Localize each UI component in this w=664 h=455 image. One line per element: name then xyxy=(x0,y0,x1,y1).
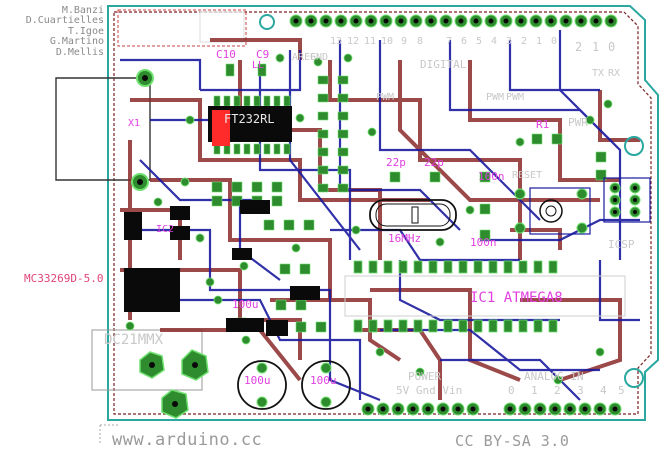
highlight-pad xyxy=(212,110,230,146)
analog-pin-number: 3 xyxy=(577,384,584,397)
pin-number: 1 xyxy=(592,40,600,54)
credits-list: M.Banzi D.Cuartielles T.Igoe G.Martino D… xyxy=(0,5,104,58)
analog-pin-number: 5 xyxy=(618,384,625,397)
digital-pin-number: 0 xyxy=(551,36,558,47)
board-outline-inner xyxy=(113,11,652,415)
tx-label: TX xyxy=(592,68,605,79)
credit-name: T.Igoe xyxy=(67,25,104,37)
reset-button xyxy=(514,187,591,235)
cap-100n-label: 100n xyxy=(478,170,505,183)
cap-22p-label: 22p xyxy=(386,156,406,169)
website-label: www.arduino.cc xyxy=(112,430,263,450)
c10-label: C10 xyxy=(216,48,236,61)
r1-label: R1 xyxy=(536,118,550,131)
cap-22p-label: 22p xyxy=(424,156,444,169)
digital-header xyxy=(289,14,618,28)
digital-pin-number: 2 xyxy=(521,36,528,47)
crystal xyxy=(369,199,457,231)
digital-pin-number: 1 xyxy=(536,36,543,47)
vias xyxy=(125,53,613,385)
analog-pin-number: 1 xyxy=(531,384,538,397)
icsp-label: ICSP xyxy=(608,238,635,251)
analog-pin-number: 2 xyxy=(554,384,561,397)
electrolytic-caps xyxy=(237,360,351,410)
c9-label: C9 xyxy=(256,48,270,61)
rx-label: RX xyxy=(608,68,621,79)
ic2-label: IC2 xyxy=(156,224,175,235)
credit-name: G.Martino xyxy=(49,36,104,48)
analog-pin-number: 4 xyxy=(600,384,607,397)
power-pins-label: 5V Gnd Vin xyxy=(396,384,463,397)
gnd-label: GND xyxy=(310,52,329,63)
digital-pin-number: 10 xyxy=(381,36,394,47)
power-label: POWER xyxy=(408,370,442,383)
dc-jack-pads xyxy=(139,349,209,419)
regulator-label: MC33269D-5.0 xyxy=(24,272,104,285)
pin-number: 2 xyxy=(575,40,583,54)
digital-label: DIGITAL xyxy=(420,58,467,71)
cap-left-label: 100u xyxy=(244,374,271,387)
digital-pin-number: 6 xyxy=(461,36,468,47)
cap-100u-label: 100u xyxy=(232,298,259,311)
license-label: CC BY-SA 3.0 xyxy=(455,432,570,450)
digital-pin-number: 7 xyxy=(446,36,453,47)
digital-pin-number: 13 xyxy=(330,36,343,47)
digital-pin-number: 5 xyxy=(476,36,483,47)
analog-pin-number: 0 xyxy=(508,384,515,397)
credit-name: D.Cuartielles xyxy=(25,15,104,27)
digital-pin-number: 8 xyxy=(417,36,424,47)
crystal-label: 16MHz xyxy=(388,232,422,245)
cap-right-label: 100u xyxy=(310,374,337,387)
pwm-label: PWM xyxy=(506,92,525,103)
dc-jack-label: DC21MMX xyxy=(104,332,164,348)
pwm-label: PWM xyxy=(376,92,395,103)
digital-pin-number: 11 xyxy=(364,36,377,47)
digital-pin-number: 4 xyxy=(491,36,498,47)
mcu-pins xyxy=(344,260,626,333)
board-outline xyxy=(107,5,659,421)
cap-100n-label: 100n xyxy=(470,236,497,249)
mounting-holes xyxy=(131,14,644,388)
mcu-label: IC1 ATMEGA8 xyxy=(470,290,563,306)
credit-name: M.Banzi xyxy=(61,5,104,16)
usb-chip-label: FT232RL xyxy=(224,112,275,126)
pwr-led-label: PWR xyxy=(568,116,588,129)
pwm-label: PWM xyxy=(486,92,505,103)
usb-connector-label: X1 xyxy=(128,118,141,129)
pin-number: 0 xyxy=(608,40,616,54)
power-analog-header xyxy=(361,402,622,416)
digital-pin-number: 12 xyxy=(347,36,360,47)
credit-name: D.Mellis xyxy=(55,46,104,58)
digital-pin-number: 3 xyxy=(506,36,513,47)
usb-reg-label: LL xyxy=(252,60,265,71)
analog-in-label: ANALOG IN xyxy=(524,370,584,383)
aref-label: AREF xyxy=(292,52,317,63)
icsp-header xyxy=(603,177,651,223)
reset-label: RESET xyxy=(512,170,543,181)
digital-pin-number: 9 xyxy=(401,36,408,47)
